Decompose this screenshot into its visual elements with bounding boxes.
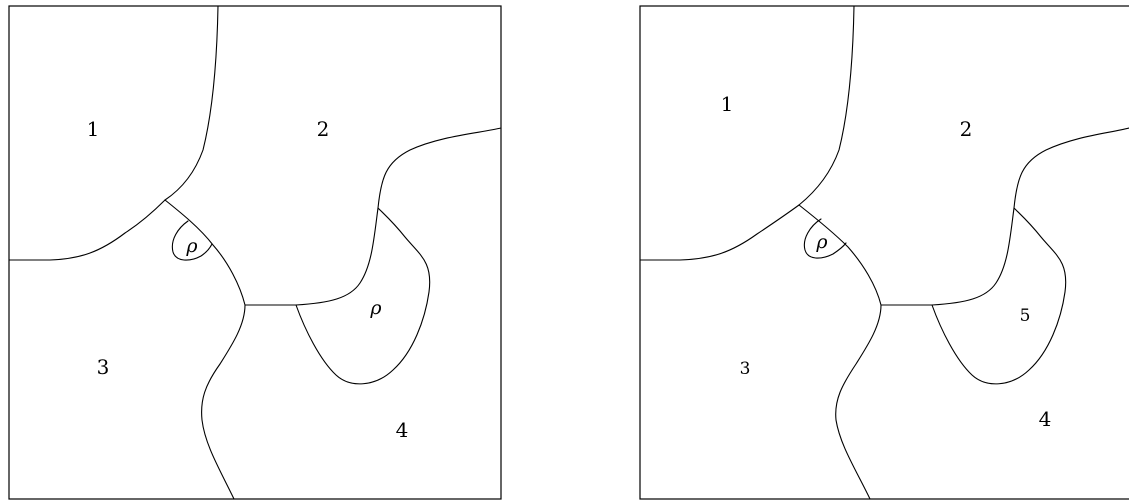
left-rho-small-label: ρ	[185, 235, 198, 257]
right-panel-frame	[639, 5, 1129, 500]
left-region-3-label: 3	[97, 355, 110, 379]
left-panel: 1 2 3 4 ρ ρ	[8, 5, 502, 500]
right-region-5-loop	[931, 207, 1067, 385]
right-boundary-3-4	[835, 304, 882, 500]
left-region-4-label: 4	[396, 418, 409, 442]
left-boundary-3-rho	[164, 199, 246, 306]
left-large-rho-loop	[295, 207, 431, 385]
left-boundary-3-4	[201, 304, 246, 500]
left-panel-frame	[8, 5, 502, 500]
right-region-4-label: 4	[1039, 407, 1052, 431]
left-boundary-1-3	[8, 199, 166, 261]
right-boundary-1-2	[798, 5, 855, 206]
right-region-2-label: 2	[960, 117, 973, 141]
right-panel: 1 2 3 4 ρ 5	[639, 5, 1129, 500]
right-boundary-2-4	[931, 127, 1129, 306]
right-rho-small-label: ρ	[815, 231, 828, 253]
right-region-5-label: 5	[1020, 306, 1031, 326]
left-boundary-2-4	[295, 127, 502, 306]
right-boundary-3-rho	[798, 204, 882, 306]
left-rho-large-label: ρ	[369, 297, 382, 319]
right-small-rho-loop	[803, 218, 847, 259]
right-region-3-label: 3	[740, 359, 751, 379]
left-region-2-label: 2	[317, 117, 330, 141]
left-boundary-1-2	[164, 5, 219, 201]
right-boundary-1-3	[639, 204, 800, 261]
right-region-1-label: 1	[721, 92, 734, 116]
left-small-rho-loop	[171, 220, 213, 261]
left-region-1-label: 1	[87, 117, 100, 141]
